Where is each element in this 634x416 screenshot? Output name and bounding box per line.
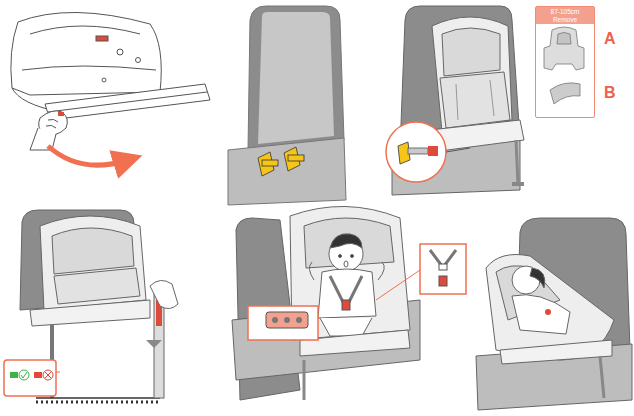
isofix-bar-extend-part <box>117 49 123 55</box>
part-letter: B <box>604 84 616 102</box>
seat-attached-part <box>456 80 494 120</box>
vehicle-seat-anchors <box>228 6 346 205</box>
insert-shape <box>544 27 584 70</box>
insert-shape <box>557 33 571 45</box>
child-harnessed-part <box>266 312 308 328</box>
support-leg-adjust-part <box>54 268 140 304</box>
support-leg-adjust-part <box>4 360 56 396</box>
child-harnessed-part <box>376 270 420 300</box>
isofix-bar-extend-part <box>102 78 106 82</box>
rear-facing-seat-part <box>600 356 604 398</box>
seat-attached-part <box>432 17 512 132</box>
child-harnessed-part <box>344 261 348 267</box>
isofix-bar-extend-part <box>58 112 64 116</box>
support-leg-adjust-part <box>10 372 18 378</box>
isofix-bar-extend-part <box>46 125 56 128</box>
remove-inserts-box: 87-105cm Remove <box>535 6 595 118</box>
child-harnessed-part <box>330 234 362 248</box>
insert-shape <box>550 83 580 104</box>
child-harnessed-part <box>351 255 354 258</box>
part-letter: A <box>604 30 616 48</box>
child-harnessed-part <box>296 317 302 323</box>
rear-facing-seat-part <box>500 340 612 364</box>
support-leg-adjust-part <box>40 216 146 310</box>
child-harnessed-part <box>284 317 290 323</box>
seat-attached <box>386 6 524 195</box>
child-harnessed-part <box>320 318 372 336</box>
isofix-bar-extend-part <box>48 146 128 165</box>
support-leg-adjust-part <box>150 280 178 308</box>
isofix-bar-extend-part <box>45 84 210 120</box>
child-harnessed-part <box>248 306 318 340</box>
rear-facing-seat-part <box>530 268 545 288</box>
vehicle-seat-anchors-part <box>262 160 278 166</box>
seat-attached-part <box>408 148 428 154</box>
support-leg-adjust-part <box>34 372 42 378</box>
seat-attached-part <box>440 72 510 128</box>
seat-attached-part <box>516 140 518 184</box>
child-harnessed <box>232 206 466 400</box>
child-harnessed-part <box>439 276 447 286</box>
box-heading: 87-105cm Remove <box>536 7 594 24</box>
seat-attached-part <box>442 28 500 76</box>
rear-facing-seat-part <box>512 295 570 334</box>
seat-attached-part <box>428 146 438 156</box>
support-leg-adjust <box>4 210 178 402</box>
support-leg-adjust-part <box>30 300 150 326</box>
support-leg-adjust-part <box>146 330 162 348</box>
child-harnessed-part <box>303 360 306 400</box>
seat-attached-part <box>512 182 524 186</box>
isofix-bar-extend <box>11 12 210 165</box>
vehicle-seat-anchors-part <box>288 155 304 161</box>
child-harnessed-part <box>342 300 350 310</box>
rear-facing-seat <box>476 218 632 410</box>
seat-attached-part <box>446 148 470 152</box>
vehicle-seat-anchors-part <box>228 138 346 205</box>
support-leg-adjust-part <box>56 372 60 373</box>
isofix-bar-extend-part <box>96 36 108 41</box>
insert-icons <box>536 24 592 112</box>
isofix-bar-extend-part <box>48 92 207 112</box>
child-harnessed-part <box>339 255 342 258</box>
vehicle-seat-anchors-part <box>248 6 344 150</box>
isofix-bar-extend-part <box>22 66 156 70</box>
support-leg-adjust-part <box>45 372 51 378</box>
isofix-bar-extend-part <box>30 26 140 34</box>
isofix-bar-extend-part <box>136 58 141 63</box>
support-leg-adjust-part <box>19 370 29 380</box>
support-leg-adjust-part <box>36 397 160 399</box>
support-leg-adjust-part <box>52 228 134 274</box>
support-leg-adjust-part <box>43 370 53 380</box>
child-harnessed-part <box>439 264 447 270</box>
child-harnessed-part <box>272 317 278 323</box>
isofix-bar-extend-part <box>48 119 58 122</box>
child-harnessed-part <box>309 262 384 280</box>
seat-attached-part <box>386 122 446 182</box>
support-leg-adjust-part <box>36 401 160 404</box>
child-harnessed-part <box>318 269 376 318</box>
child-harnessed-part <box>420 244 466 294</box>
vehicle-seat-anchors-part <box>258 12 334 144</box>
vehicle-seat-anchors-part <box>258 147 304 176</box>
rear-facing-seat-part <box>545 309 551 315</box>
support-leg-adjust-part <box>21 372 27 378</box>
